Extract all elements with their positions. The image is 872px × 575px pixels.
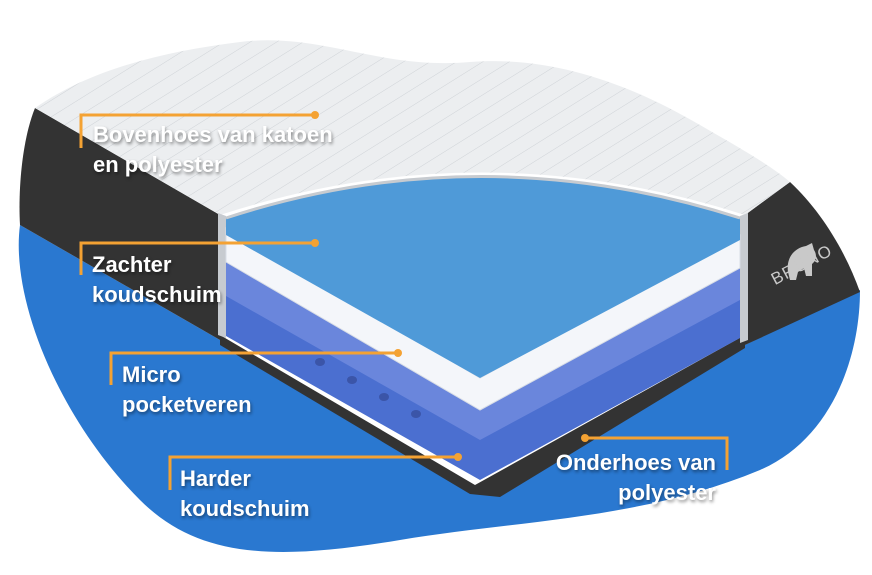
spring-markers — [315, 358, 421, 418]
label-line: koudschuim — [180, 496, 310, 521]
label-pocket-springs: Micro pocketveren — [122, 360, 252, 420]
label-line: Micro — [122, 362, 181, 387]
soft-foam-top — [226, 176, 740, 378]
label-line: polyester — [618, 480, 716, 505]
top-cover — [35, 40, 790, 215]
hard-foam-layer — [226, 290, 740, 480]
label-bottom-cover: Onderhoes van polyester — [556, 448, 716, 508]
label-line: Bovenhoes van katoen — [93, 122, 333, 147]
label-soft-foam: Zachter koudschuim — [92, 250, 222, 310]
label-dots — [311, 111, 589, 461]
label-hard-foam: Harder koudschuim — [180, 464, 310, 524]
label-line: Zachter — [92, 252, 172, 277]
label-line: en polyester — [93, 152, 223, 177]
bear-logo-icon — [787, 243, 816, 280]
label-leader-lines — [79, 113, 729, 490]
label-line: koudschuim — [92, 282, 222, 307]
label-top-cover: Bovenhoes van katoen en polyester — [93, 120, 333, 180]
cover-side-left — [19, 108, 220, 340]
label-line: Harder — [180, 466, 251, 491]
background-blob — [18, 225, 861, 552]
label-line: pocketveren — [122, 392, 252, 417]
label-line: Onderhoes van — [555, 450, 716, 475]
